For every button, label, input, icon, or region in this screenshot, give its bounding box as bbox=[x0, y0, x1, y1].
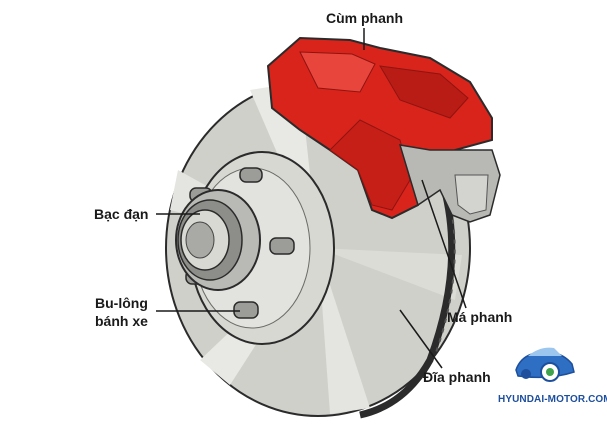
label-caliper: Cùm phanh bbox=[326, 10, 403, 26]
pointer-lines bbox=[156, 28, 467, 369]
label-brake-pad: Má phanh bbox=[447, 309, 513, 325]
wheel-bolt bbox=[269, 237, 295, 255]
pointer-disc bbox=[399, 309, 443, 369]
label-bearing: Bạc đạn bbox=[94, 206, 149, 222]
watermark-text: HYUNDAI-MOTOR.COM.VN bbox=[498, 394, 607, 405]
brake-caliper bbox=[266, 36, 501, 223]
pointer-pad bbox=[421, 179, 467, 309]
wheel-bearing bbox=[175, 189, 261, 291]
wheel-bolt bbox=[239, 167, 263, 183]
label-brake-disc: Đĩa phanh bbox=[423, 369, 491, 385]
wheel-bolt bbox=[233, 301, 259, 319]
label-wheel-bolt-line1: Bu-lông bbox=[95, 295, 148, 311]
car-logo-icon bbox=[515, 347, 575, 382]
label-wheel-bolt-line2: bánh xe bbox=[95, 313, 148, 329]
